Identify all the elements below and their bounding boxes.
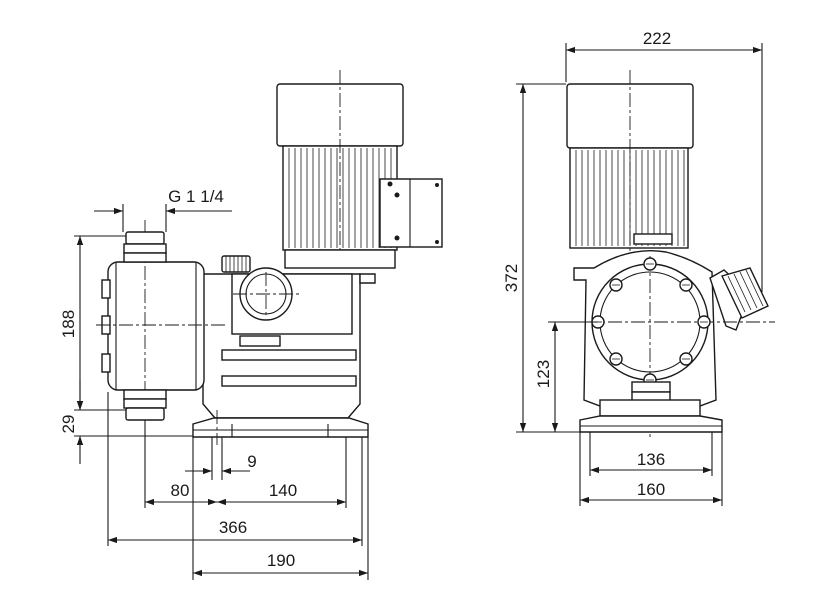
side-motor-fins	[288, 148, 392, 248]
dim-label-372: 372	[502, 264, 521, 292]
side-view	[96, 70, 443, 445]
dimension-lines	[76, 46, 762, 577]
side-base	[192, 410, 369, 445]
dim-label-9: 9	[247, 452, 256, 471]
front-pump-body	[573, 250, 775, 440]
dim-label-190: 190	[267, 551, 295, 570]
dim-label-136: 136	[637, 450, 665, 469]
dim-label-29: 29	[59, 415, 78, 434]
dim-label-123: 123	[534, 360, 553, 388]
extension-lines	[74, 43, 763, 580]
dimension-labels: 222 372 123 188 29 G 1 1/4 9 80 140 366 …	[59, 29, 671, 570]
dim-label-366: 366	[219, 518, 247, 537]
dim-label-188: 188	[59, 310, 78, 338]
front-valve-knob	[721, 267, 769, 319]
front-head-bolts	[591, 257, 711, 387]
side-motor	[276, 70, 443, 262]
dim-label-140: 140	[269, 481, 297, 500]
front-view	[566, 70, 775, 440]
dim-label-160: 160	[637, 480, 665, 499]
dim-label-222: 222	[643, 29, 671, 48]
knob-grip	[225, 256, 247, 272]
thread-label: G 1 1/4	[168, 187, 224, 206]
dim-label-80: 80	[171, 481, 190, 500]
side-gearbox	[202, 249, 396, 419]
front-motor	[566, 70, 694, 262]
